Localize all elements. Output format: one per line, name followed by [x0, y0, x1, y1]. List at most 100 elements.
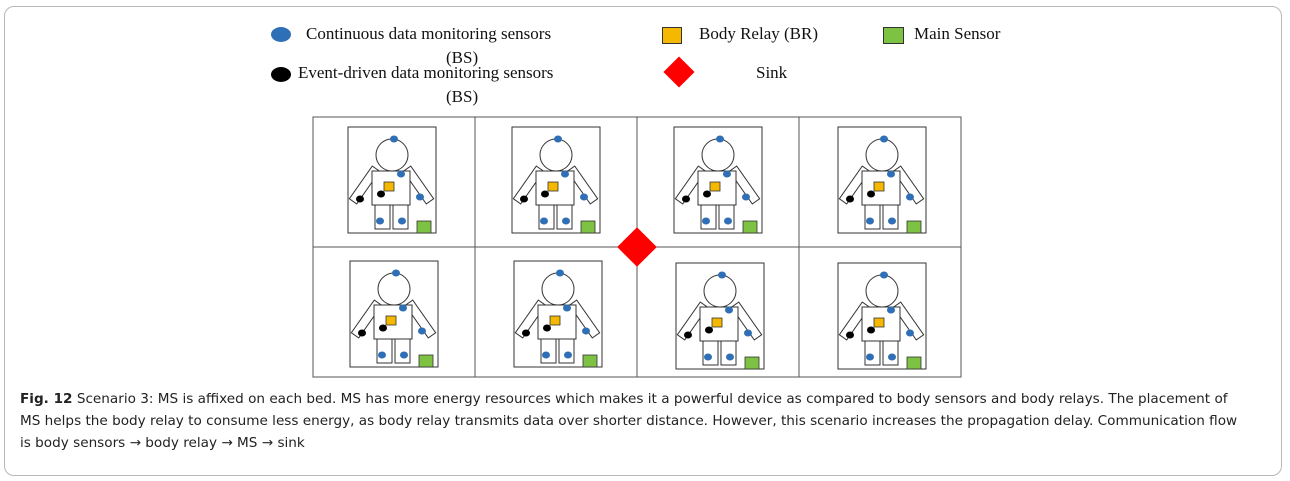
continuous-sensor — [880, 271, 888, 279]
event-sensor — [379, 324, 387, 332]
patient-right-leg — [718, 202, 735, 230]
body-relay — [873, 317, 885, 328]
continuous-sensor — [887, 306, 895, 314]
patient-left-leg — [700, 202, 717, 230]
patient-right-arm — [728, 165, 761, 205]
patient-head — [703, 274, 737, 308]
body-relay — [547, 181, 559, 192]
patient-right-leg — [556, 202, 573, 230]
patient-right-arm — [892, 301, 925, 341]
continuous-sensor-legend-abbr: (BS) — [446, 48, 479, 67]
continuous-sensor — [376, 217, 384, 225]
event-sensor — [846, 195, 854, 203]
main-sensor — [580, 220, 596, 234]
continuous-sensor — [866, 217, 874, 225]
continuous-sensor — [556, 269, 564, 277]
patient-right-arm — [566, 165, 599, 205]
continuous-sensor — [400, 351, 408, 359]
continuous-sensor — [723, 170, 731, 178]
patient-left-leg — [864, 338, 881, 366]
bed-6 — [513, 260, 603, 368]
caption-text: Scenario 3: MS is affixed on each bed. M… — [20, 391, 1238, 451]
patient-head — [865, 274, 899, 308]
main-sensor-legend-marker — [883, 27, 904, 44]
body-relay — [709, 181, 721, 192]
event-sensor — [541, 190, 549, 198]
body-relay — [385, 315, 397, 326]
continuous-sensor — [418, 327, 426, 335]
patient-left-leg — [540, 336, 557, 364]
continuous-sensor — [744, 329, 752, 337]
main-sensor — [742, 220, 758, 234]
continuous-sensor — [554, 135, 562, 143]
patient-right-arm — [402, 165, 435, 205]
bed-7 — [675, 262, 765, 370]
body-relay — [873, 181, 885, 192]
continuous-sensor — [398, 217, 406, 225]
continuous-sensor — [716, 135, 724, 143]
event-sensor — [520, 195, 528, 203]
sink-legend-label: Sink — [756, 63, 788, 82]
patient-right-arm — [730, 301, 763, 341]
event-sensor — [358, 329, 366, 337]
bed-3 — [673, 126, 763, 234]
event-sensor-legend-marker — [271, 67, 291, 82]
continuous-sensor — [906, 329, 914, 337]
continuous-sensor — [888, 217, 896, 225]
figure-caption: Fig. 12 Scenario 3: MS is affixed on eac… — [20, 388, 1250, 454]
event-sensor — [377, 190, 385, 198]
event-sensor-legend-label: Event-driven data monitoring sensors — [298, 63, 554, 82]
patient-head — [541, 272, 575, 306]
patient-left-leg — [702, 338, 719, 366]
patient-head — [865, 138, 899, 172]
continuous-sensor — [880, 135, 888, 143]
patient-right-leg — [394, 336, 411, 364]
main-sensor — [906, 220, 922, 234]
event-sensor — [682, 195, 690, 203]
patient-right-leg — [392, 202, 409, 230]
bed-5 — [349, 260, 439, 368]
patient-left-leg — [374, 202, 391, 230]
patient-right-leg — [882, 338, 899, 366]
event-sensor — [703, 190, 711, 198]
patient-right-leg — [720, 338, 737, 366]
continuous-sensor — [562, 217, 570, 225]
body-relay — [549, 315, 561, 326]
event-sensor — [705, 326, 713, 334]
patient-right-leg — [882, 202, 899, 230]
continuous-sensor — [416, 193, 424, 201]
patient-left-leg — [376, 336, 393, 364]
caption-label: Fig. 12 — [20, 391, 73, 407]
main-sensor — [744, 356, 760, 370]
continuous-sensor — [564, 351, 572, 359]
event-sensor — [867, 326, 875, 334]
continuous-sensor-legend-label: Continuous data monitoring sensors — [306, 24, 552, 43]
continuous-sensor — [887, 170, 895, 178]
continuous-sensor — [582, 327, 590, 335]
patient-head — [539, 138, 573, 172]
bed-8 — [837, 262, 927, 370]
event-sensor — [543, 324, 551, 332]
continuous-sensor — [866, 353, 874, 361]
patient-head — [701, 138, 735, 172]
main-sensor-legend-label: Main Sensor — [914, 24, 1001, 43]
continuous-sensor — [906, 193, 914, 201]
figure-frame — [4, 6, 1282, 476]
continuous-sensor — [725, 306, 733, 314]
continuous-sensor — [397, 170, 405, 178]
continuous-sensor — [563, 304, 571, 312]
patient-right-leg — [558, 336, 575, 364]
event-sensor — [867, 190, 875, 198]
body-relay-legend-label: Body Relay (BR) — [699, 24, 818, 43]
event-sensor — [356, 195, 364, 203]
patient-left-leg — [864, 202, 881, 230]
body-relay — [383, 181, 395, 192]
continuous-sensor — [724, 217, 732, 225]
patient-right-arm — [404, 299, 437, 339]
event-sensor — [684, 331, 692, 339]
continuous-sensor — [580, 193, 588, 201]
continuous-sensor — [540, 217, 548, 225]
sink — [617, 227, 657, 267]
bed-4 — [837, 126, 927, 234]
